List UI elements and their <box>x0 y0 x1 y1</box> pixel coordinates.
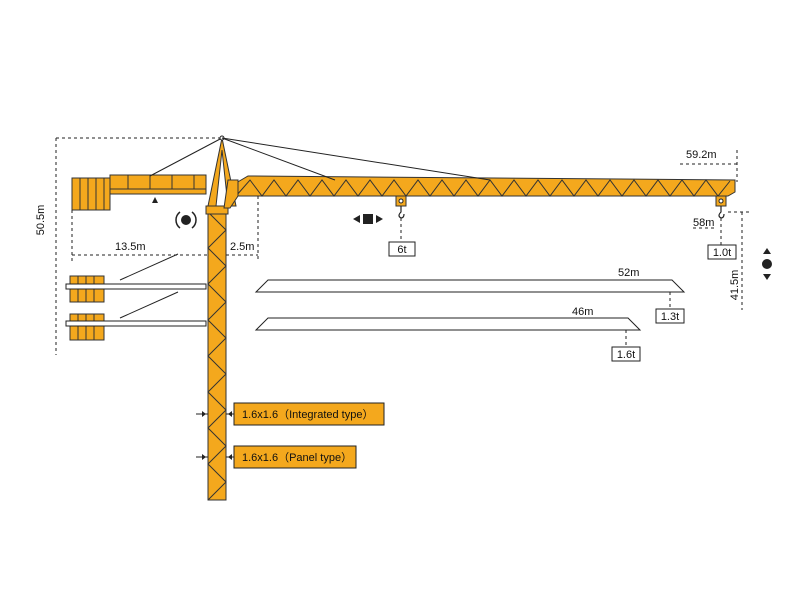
alt-tip-1-label: 1.3t <box>661 311 679 323</box>
trolley-travel-icon <box>353 214 383 224</box>
mast-section-integrated-label: 1.6x1.6（Integrated type） <box>242 408 373 421</box>
jib-tie-2 <box>221 137 491 181</box>
tip-load-box <box>707 244 737 260</box>
slewing-icon <box>175 211 197 229</box>
alt-tip-1-box <box>655 308 685 324</box>
alt-jib-52 <box>254 279 686 293</box>
alt-jib-46 <box>254 317 642 331</box>
alt-counter-jib-1 <box>65 253 207 303</box>
mast-section-panel: 1.6x1.6（Panel type） <box>196 445 357 469</box>
max-load-box <box>388 241 416 257</box>
counter-jib-label: 13.5m <box>115 241 146 253</box>
mast-offset-label: 2.5m <box>230 241 254 253</box>
counter-jib <box>71 174 207 211</box>
hoisting-icon <box>762 248 772 280</box>
alt-jib-46-label: 46m <box>572 306 593 318</box>
max-load-label: 6t <box>397 244 406 256</box>
alt-jib-52-label: 52m <box>618 267 639 279</box>
tip-radius-label: 58m <box>693 217 714 229</box>
tower-mast <box>205 205 229 501</box>
jib-length-label: 59.2m <box>686 149 717 161</box>
counter-jib-tie <box>149 137 223 177</box>
alt-tip-2-box <box>611 346 641 362</box>
height-total-label: 50.5m <box>35 205 47 236</box>
main-jib <box>223 175 736 209</box>
mast-section-panel-label: 1.6x1.6（Panel type） <box>242 451 352 464</box>
alt-counter-jib-2 <box>65 291 207 341</box>
mast-section-integrated: 1.6x1.6（Integrated type） <box>196 402 385 426</box>
tip-hook <box>715 195 727 245</box>
hook-height-label: 41.5m <box>729 270 741 301</box>
alt-tip-2-label: 1.6t <box>617 349 635 361</box>
max-load-hook <box>395 195 407 242</box>
tip-load-label: 1.0t <box>713 247 731 259</box>
jib-tie-1 <box>221 137 336 181</box>
